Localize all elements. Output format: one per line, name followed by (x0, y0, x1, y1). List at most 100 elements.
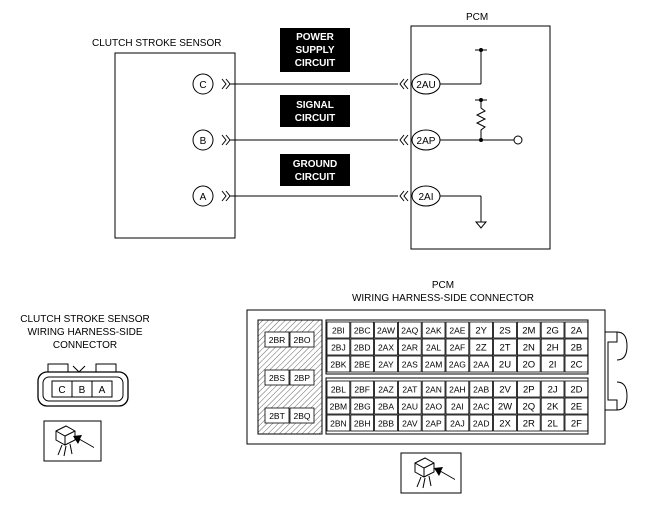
pin-cell-box (289, 331, 315, 348)
pin-cell-box (540, 321, 565, 339)
pin-cell-label: 2AV (402, 419, 418, 429)
svg-text:WIRING HARNESS-SIDE CONNECTOR: WIRING HARNESS-SIDE CONNECTOR (352, 293, 534, 304)
pin-cell-label: 2BM (330, 402, 347, 412)
svg-text:CONNECTOR: CONNECTOR (53, 340, 117, 351)
pin-cell-label: 2AC (473, 402, 490, 412)
svg-text:PCM: PCM (432, 280, 454, 291)
pin-cell-box (350, 355, 374, 373)
pin-cell-box (350, 414, 374, 432)
pin-cell-box (517, 355, 541, 373)
pin-cell-label: 2AZ (378, 385, 394, 395)
pin-cell-label: 2T (499, 343, 510, 354)
pin-cell-box (374, 355, 398, 373)
pin-cell-box (326, 414, 351, 432)
circuit-box-signal: SIGNAL CIRCUIT (280, 95, 350, 127)
pin-cell-box (564, 338, 589, 356)
pin-cell-box (421, 397, 446, 415)
pin-cell-label: 2AH (449, 385, 466, 395)
pin-cell-box (540, 355, 565, 373)
sensor-connector-pin-c: C (58, 385, 65, 396)
pin-cell-box (564, 397, 589, 415)
pin-cell-label: 2AU (402, 402, 419, 412)
pin-cell-box (350, 321, 374, 339)
pin-cell-label: 2BS (269, 373, 285, 383)
svg-text:2AP: 2AP (417, 136, 436, 147)
pin-cell-box (421, 380, 446, 398)
pin-cell-label: 2Q (522, 402, 535, 413)
pin-cell-label: 2AL (426, 343, 441, 353)
pin-cell-label: 2Y (475, 326, 487, 337)
pin-cell-label: 2AM (425, 360, 442, 370)
pin-cell-label: 2A (571, 326, 583, 337)
pin-cell-label: 2BB (378, 419, 394, 429)
pin-cell-label: 2C (570, 360, 582, 371)
svg-text:CIRCUIT: CIRCUIT (295, 172, 336, 183)
pin-cell-label: 2AA (473, 360, 489, 370)
pin-cell-label: 2BL (331, 385, 346, 395)
pcm-box (410, 25, 551, 250)
pin-cell-label: 2AS (402, 360, 418, 370)
pin-cell-label: 2N (523, 343, 535, 354)
pin-cell-box (540, 414, 565, 432)
pin-cell-box (469, 397, 493, 415)
pin-cell-box (564, 414, 589, 432)
pin-cell-label: 2I (549, 360, 557, 371)
pin-cell-box (540, 397, 565, 415)
pin-cell-box (397, 355, 422, 373)
pin-cell-label: 2AD (473, 419, 490, 429)
svg-text:GROUND: GROUND (293, 159, 337, 170)
pin-cell-box (445, 338, 470, 356)
pin-cell-box (445, 355, 470, 373)
pin-cell-box (493, 397, 517, 415)
pin-cell-label: 2BD (354, 343, 371, 353)
pin-cell-label: 2BN (330, 419, 347, 429)
pin-cell-label: 2AY (378, 360, 394, 370)
svg-text:SUPPLY: SUPPLY (295, 45, 334, 56)
sensor-connector: C B A (37, 363, 129, 407)
svg-text:SIGNAL: SIGNAL (296, 100, 334, 111)
pin-cell-box (540, 380, 565, 398)
pin-cell-label: 2AW (377, 326, 395, 336)
svg-text:C: C (199, 80, 206, 91)
pin-cell-label: 2AF (450, 343, 466, 353)
pin-cell-box (469, 338, 493, 356)
sensor-connector-pin-a: A (99, 385, 106, 396)
pin-cell-box (326, 338, 351, 356)
sensor-box (114, 52, 236, 239)
pin-cell-label: 2J (548, 385, 558, 396)
pin-cell-box (421, 355, 446, 373)
pin-cell-box (397, 414, 422, 432)
pin-cell-label: 2AJ (450, 419, 465, 429)
pin-cell-box (289, 369, 315, 386)
pcm-internal-circuit (440, 48, 523, 229)
pin-cell-label: 2BQ (293, 411, 310, 421)
sensor-connector-caption: CLUTCH STROKE SENSOR WIRING HARNESS-SIDE… (20, 314, 149, 351)
pcm-connector-caption: PCM WIRING HARNESS-SIDE CONNECTOR (352, 280, 534, 304)
pin-cell-box (326, 380, 351, 398)
pin-cell-label: 2BG (354, 402, 371, 412)
pin-cell-box (397, 397, 422, 415)
pin-cell-label: 2V (499, 385, 511, 396)
pin-cell-box (374, 380, 398, 398)
pcm-title: PCM (466, 12, 488, 23)
pin-cell-box (374, 321, 398, 339)
pin-cell-box (374, 397, 398, 415)
svg-text:2AI: 2AI (418, 192, 433, 203)
sensor-connector-pin-b: B (79, 385, 86, 396)
svg-text:2AU: 2AU (416, 80, 435, 91)
sensor-title: CLUTCH STROKE SENSOR (92, 38, 221, 49)
sensor-connector-view-icon (43, 420, 102, 462)
pin-cell-label: 2AG (449, 360, 466, 370)
pin-cell-box (421, 321, 446, 339)
pin-cell-label: 2AE (449, 326, 465, 336)
svg-text:A: A (200, 192, 207, 203)
pin-cell-box (326, 397, 351, 415)
pin-cell-label: 2BJ (331, 343, 346, 353)
pin-cell-label: 2AQ (401, 326, 418, 336)
circuit-box-ground: GROUND CIRCUIT (280, 154, 350, 186)
pin-cell-label: 2X (499, 419, 511, 430)
pin-cell-box (564, 380, 589, 398)
pin-cell-box (445, 321, 470, 339)
